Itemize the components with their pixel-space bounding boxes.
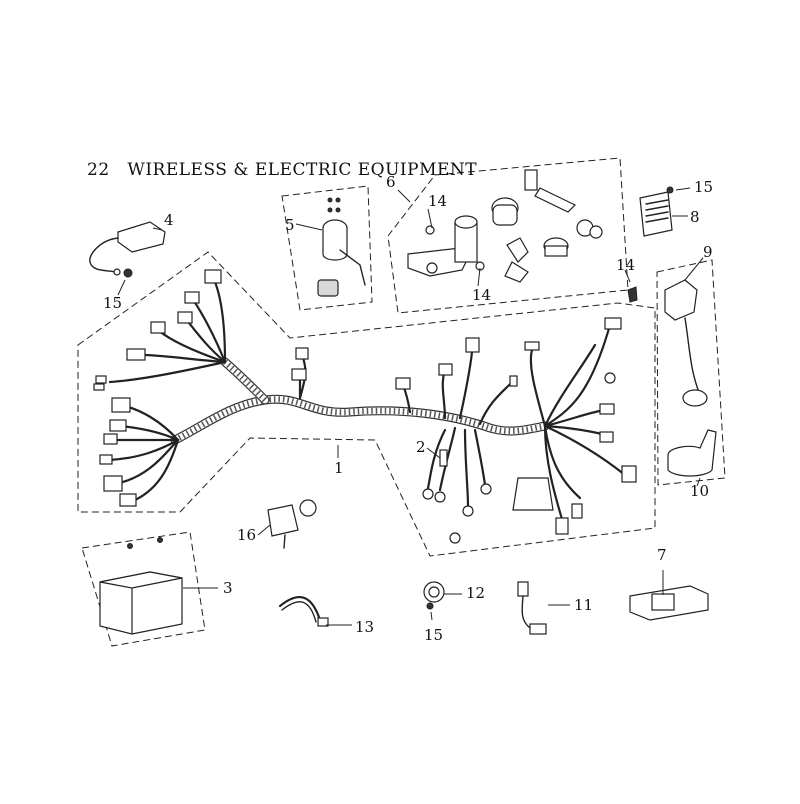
- callout-4: 4: [164, 211, 174, 229]
- harness-connectors: [93, 269, 637, 544]
- part-8-regulator-rectifier: [639, 186, 674, 237]
- callout-16: 16: [237, 526, 256, 544]
- part-7-cdi-module: [629, 585, 709, 621]
- part-9-ignition-coil: [664, 279, 708, 407]
- callout-14-upper: 14: [428, 192, 447, 210]
- callout-3: 3: [223, 579, 233, 597]
- callout-15-right: 15: [694, 178, 713, 196]
- part-13-cable-tie: [278, 596, 329, 627]
- leader-lines: [117, 187, 704, 626]
- part-11-switch: [517, 581, 547, 635]
- part-10-spark-plug-cap: [667, 429, 717, 477]
- diagram-title: 22 WIRELESS & ELECTRIC EQUIPMENT: [87, 160, 478, 180]
- callout-14-right: 14: [616, 256, 635, 274]
- callout-2: 2: [416, 438, 426, 456]
- callout-9: 9: [703, 243, 713, 261]
- callout-12: 12: [466, 584, 485, 602]
- callout-15-bottom: 15: [424, 626, 443, 644]
- callouts: 1 2 3 4 5 6 7 8 9 10 11 12 13 14 14 14 1…: [103, 173, 713, 644]
- fuse-part-2: [439, 449, 448, 467]
- part-3-battery: [99, 537, 183, 635]
- part-6-ignition-switch-set: [407, 169, 603, 283]
- callout-14-lower: 14: [472, 286, 491, 304]
- callout-1: 1: [334, 459, 344, 477]
- callout-8: 8: [690, 208, 700, 226]
- callout-11: 11: [574, 596, 593, 614]
- harness-group-outline: [77, 251, 656, 557]
- callout-13: 13: [355, 618, 374, 636]
- callout-7: 7: [657, 546, 667, 564]
- callout-5: 5: [285, 216, 295, 234]
- part-16-flasher-relay: [267, 499, 317, 549]
- part-4-sensor: [89, 221, 166, 278]
- coil-group-outline: [656, 259, 726, 486]
- relay-group-outline: [281, 185, 373, 311]
- callout-15-left: 15: [103, 294, 122, 312]
- callout-6: 6: [386, 173, 396, 191]
- callout-10: 10: [690, 482, 709, 500]
- part-5-relay: [317, 197, 366, 297]
- ignition-group-outline: [387, 157, 629, 314]
- part-12-horn: [423, 581, 445, 610]
